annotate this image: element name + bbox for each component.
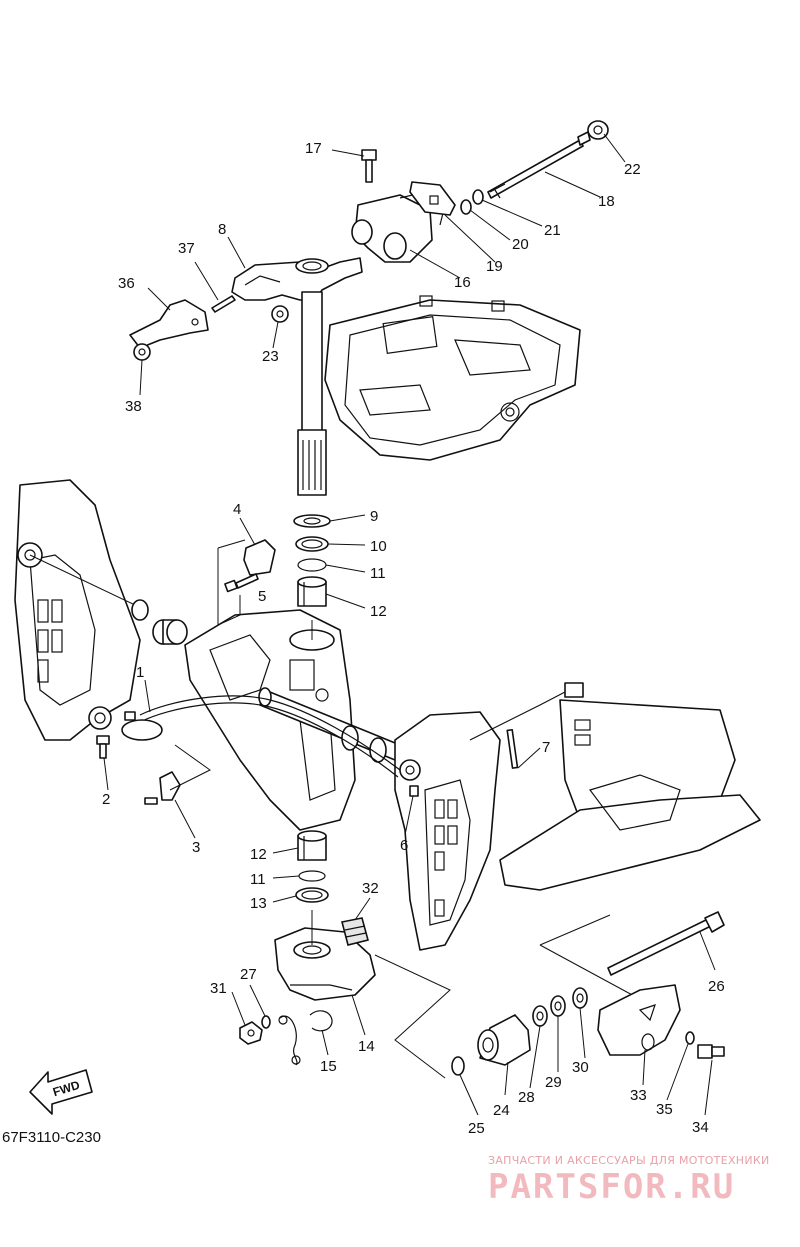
plate-19: [409, 181, 456, 216]
washer-27: [261, 1015, 271, 1029]
washer-10: [295, 536, 329, 552]
bolt-5: [224, 573, 259, 593]
callout-37: 37: [178, 240, 195, 257]
bolt-37: [211, 295, 236, 313]
callout-31: 31: [210, 980, 227, 997]
o-ring-11-top: [297, 558, 327, 572]
callout-25: 25: [468, 1120, 485, 1137]
wire-harness-7: [469, 682, 584, 769]
callout-19: 19: [486, 258, 503, 275]
rubber-mount-24: [477, 1014, 531, 1066]
callout-30: 30: [572, 1059, 589, 1076]
callout-23: 23: [262, 348, 279, 365]
watermark-logo: PARTSFOR.RU: [488, 1167, 735, 1207]
o-ring-11-bottom: [298, 870, 326, 882]
callout-5: 5: [258, 588, 266, 605]
nut-23: [271, 305, 289, 323]
callout-3: 3: [192, 839, 200, 856]
clamp-3: [144, 771, 181, 805]
left-clamp-bracket: [14, 479, 141, 741]
nut-22: [577, 120, 609, 146]
callout-28: 28: [518, 1089, 535, 1106]
circlip-15: [309, 1010, 333, 1032]
callout-20: 20: [512, 236, 529, 253]
callout-33: 33: [630, 1087, 647, 1104]
clip-4: [243, 539, 276, 576]
washer-30: [572, 987, 588, 1009]
washer-20: [460, 199, 472, 215]
leader-lines: [103, 133, 716, 1116]
diagram-code: 67F3110-C230: [2, 1129, 101, 1146]
washer-25: [451, 1056, 465, 1076]
watermark-tagline: ЗАПЧАСТИ И АКСЕССУАРЫ ДЛЯ МОТОТЕХНИКИ: [488, 1154, 770, 1167]
callout-26: 26: [708, 978, 725, 995]
watermark: ЗАПЧАСТИ И АКСЕССУАРЫ ДЛЯ МОТОТЕХНИКИ PA…: [488, 1154, 770, 1207]
callout-2: 2: [102, 791, 110, 808]
callout-11-bottom: 11: [250, 871, 266, 888]
bushing-left: [152, 619, 188, 645]
upper-mount-plate: [324, 295, 581, 461]
steering-shaft: [297, 291, 327, 496]
cover-32: [341, 917, 369, 946]
callout-numbers: 17 22 18 21 20 19 16 8 37 36 23 38 9 4 1…: [102, 140, 725, 1137]
grease-pipe-1: [121, 695, 401, 778]
callout-15: 15: [320, 1058, 337, 1075]
callout-9: 9: [370, 508, 378, 525]
nut-38: [133, 343, 151, 361]
callout-17: 17: [305, 140, 322, 157]
callout-1: 1: [136, 664, 144, 681]
callout-36: 36: [118, 275, 135, 292]
washer-9: [293, 514, 331, 528]
bolt-17: [361, 149, 377, 183]
callout-32: 32: [362, 880, 379, 897]
callout-24: 24: [493, 1102, 510, 1119]
bushing-12-bottom: [297, 830, 327, 861]
lower-mount-14: [274, 910, 376, 1001]
washer-29: [550, 995, 566, 1017]
cover-33: [597, 984, 681, 1056]
steering-arm: [231, 257, 363, 301]
lower-case-outline: [499, 699, 761, 891]
wire-lower: [278, 1015, 301, 1066]
callout-22: 22: [624, 161, 641, 178]
callout-16: 16: [454, 274, 471, 291]
callout-12-bottom: 12: [250, 846, 267, 863]
bracket-36: [129, 299, 209, 349]
bolt-34: [697, 1044, 725, 1059]
callout-38: 38: [125, 398, 142, 415]
callout-7: 7: [542, 739, 550, 756]
washer-left: [131, 599, 149, 621]
rod-18: [487, 139, 584, 199]
bolt-6: [409, 785, 419, 797]
callout-11-top: 11: [370, 565, 386, 582]
callout-18: 18: [598, 193, 615, 210]
callout-29: 29: [545, 1074, 562, 1091]
callout-12-top: 12: [370, 603, 387, 620]
callout-8: 8: [218, 221, 226, 238]
callout-34: 34: [692, 1119, 709, 1136]
callout-21: 21: [544, 222, 561, 239]
bolt-2: [96, 735, 110, 759]
washer-21: [472, 189, 484, 205]
bushing-12-top: [297, 576, 327, 607]
washer-35: [685, 1031, 695, 1045]
right-clamp-bracket: [394, 711, 501, 951]
callout-4: 4: [233, 501, 241, 518]
callout-13: 13: [250, 895, 267, 912]
callout-6: 6: [400, 837, 408, 854]
callout-14: 14: [358, 1038, 375, 1055]
callout-27: 27: [240, 966, 257, 983]
washer-13: [295, 887, 329, 903]
bolt-26: [607, 911, 725, 976]
fwd-arrow-icon: FWD: [29, 1069, 93, 1115]
nut-31: [239, 1021, 263, 1045]
callout-10: 10: [370, 538, 387, 555]
washer-28: [532, 1005, 548, 1027]
housing-16: [351, 191, 446, 263]
callout-35: 35: [656, 1101, 673, 1118]
